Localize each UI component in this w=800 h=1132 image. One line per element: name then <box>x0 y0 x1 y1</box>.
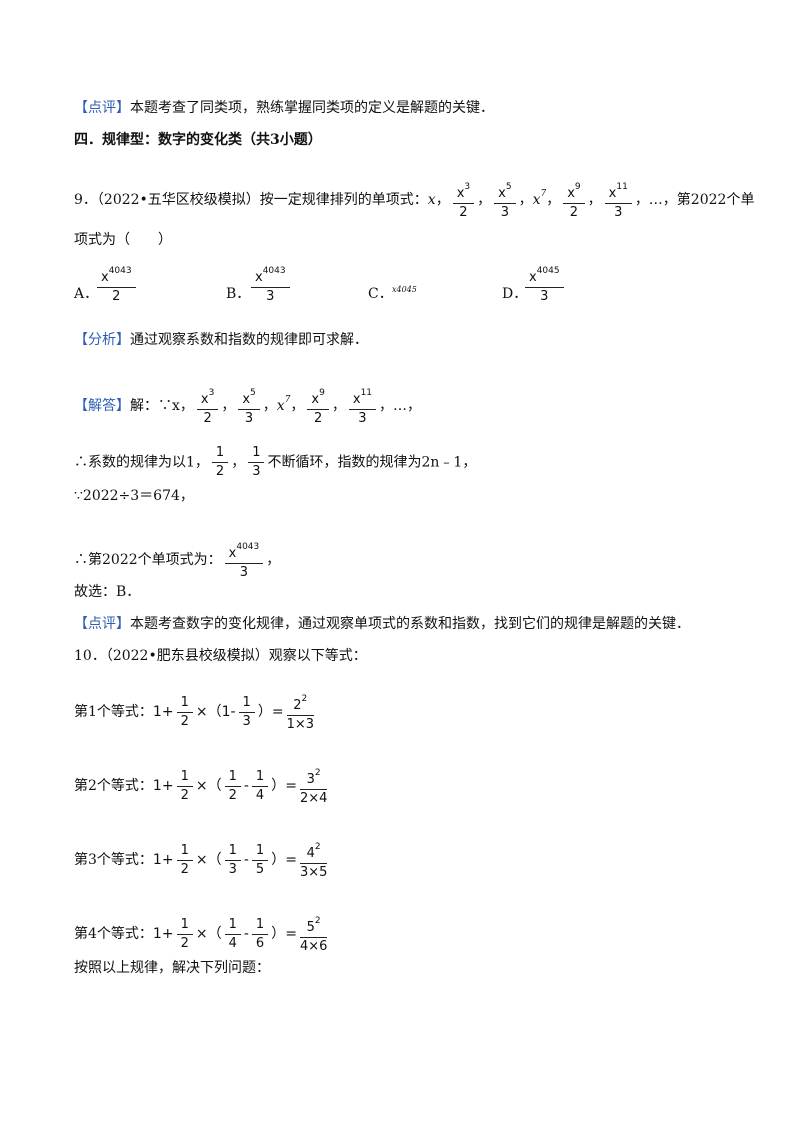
solution-line-5: 故选：B． <box>74 584 141 600</box>
section-title: 四．规律型：数字的变化类（共3小题） <box>74 132 322 148</box>
question-9-line-2: 项式为（ ） <box>74 232 172 248</box>
option-a-label[interactable]: A． <box>74 286 99 302</box>
option-c-label[interactable]: C． <box>368 286 393 302</box>
closing-line: 按照以上规律，解决下列问题： <box>74 960 270 976</box>
option-c-text: x4045 <box>392 285 417 294</box>
q9-x: x <box>427 192 436 208</box>
analysis-tag: 【分析】 <box>74 332 130 348</box>
solution-tag: 【解答】 <box>74 398 130 414</box>
q9-suffix: ，…，第2022个单 <box>634 192 755 208</box>
comment2-text: 本题考查数字的变化规律，通过观察单项式的系数和指数，找到它们的规律是解题的关键． <box>130 616 690 632</box>
q9-prefix: 9．（2022•五华区校级模拟）按一定规律排列的单项式： <box>74 192 428 208</box>
comment-text: 本题考查了同类项，熟练掌握同类项的定义是解题的关键． <box>130 100 494 116</box>
comment-line-2: 【点评】本题考查数字的变化规律，通过观察单项式的系数和指数，找到它们的规律是解题… <box>74 614 740 634</box>
question-10-line: 10．（2022•肥东县校级模拟）观察以下等式： <box>74 648 367 664</box>
comment2-tag: 【点评】 <box>74 616 130 632</box>
solution-line-3: ∵2022÷3＝674， <box>74 488 194 504</box>
option-d-label[interactable]: D． <box>502 286 528 302</box>
solution-lead: 解：∵x， <box>130 398 194 414</box>
option-b-label[interactable]: B． <box>226 286 251 302</box>
analysis-line: 【分析】通过观察系数和指数的规律即可求解． <box>74 330 740 350</box>
comment-line-1: 【点评】本题考查了同类项，熟练掌握同类项的定义是解题的关键． <box>74 98 740 118</box>
q9-term-3: x7 <box>532 189 547 208</box>
comment-tag: 【点评】 <box>74 100 130 116</box>
analysis-text: 通过观察系数和指数的规律即可求解． <box>130 332 368 348</box>
